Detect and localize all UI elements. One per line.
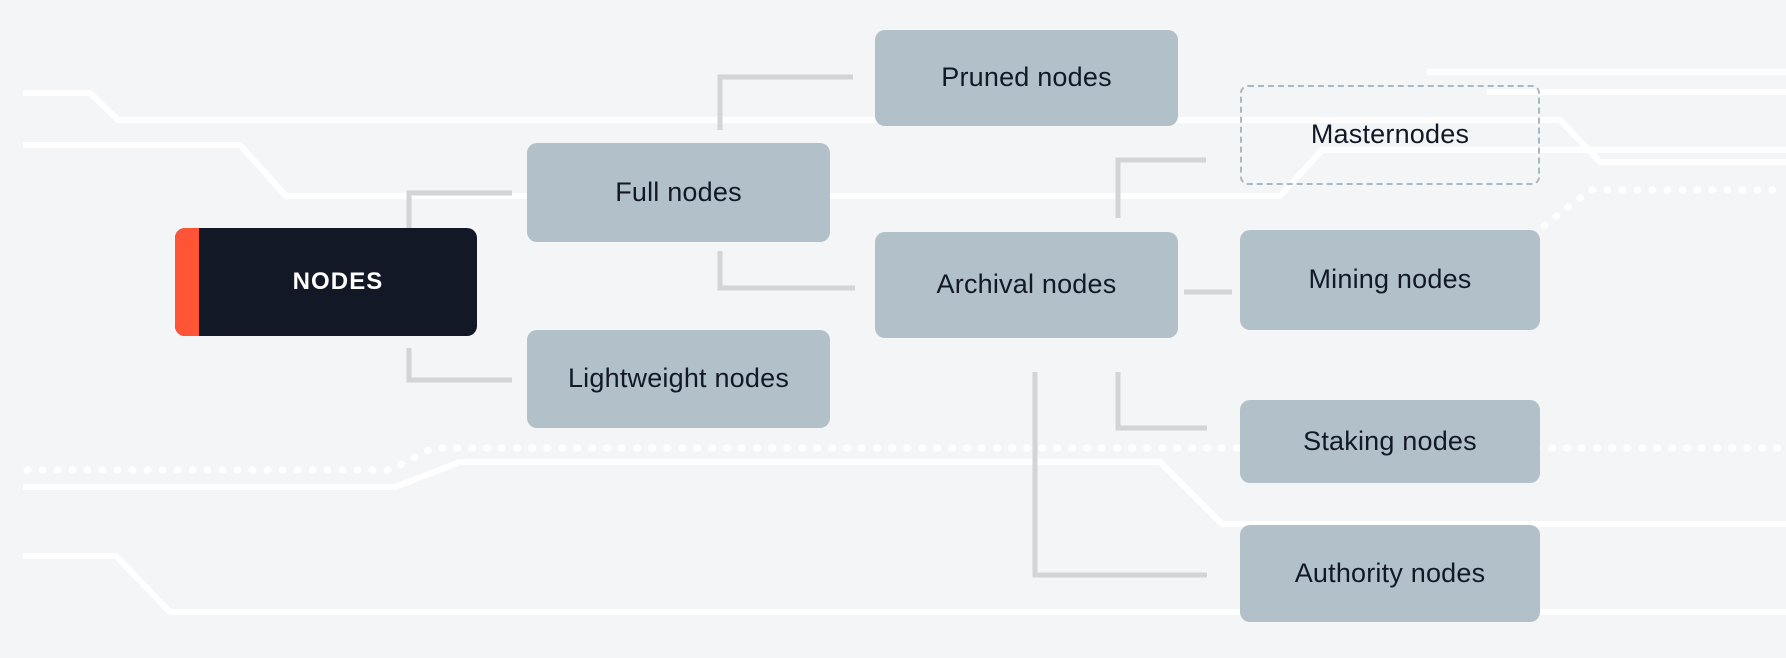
connector-archival-to-staking-nodes bbox=[1115, 372, 1207, 431]
node-box-lightweight-nodes[interactable]: Lightweight nodes bbox=[527, 330, 830, 428]
node-box-mining-nodes[interactable]: Mining nodes bbox=[1240, 230, 1540, 330]
root-accent-bar bbox=[175, 228, 199, 336]
node-box-masternodes[interactable]: Masternodes bbox=[1240, 85, 1540, 185]
connector-root-to-full-nodes bbox=[406, 190, 512, 228]
node-box-pruned-nodes[interactable]: Pruned nodes bbox=[875, 30, 1178, 126]
node-label-masternodes: Masternodes bbox=[1310, 119, 1470, 150]
node-label-full-nodes: Full nodes bbox=[615, 176, 742, 207]
node-box-authority-nodes[interactable]: Authority nodes bbox=[1240, 525, 1540, 622]
node-box-staking-nodes[interactable]: Staking nodes bbox=[1240, 400, 1540, 483]
root-node-nodes[interactable]: NODES bbox=[175, 228, 477, 336]
trace-dotted-right bbox=[1506, 186, 1786, 259]
connector-full-to-archival-nodes bbox=[717, 251, 855, 291]
node-box-archival-nodes[interactable]: Archival nodes bbox=[875, 232, 1178, 338]
connector-root-to-lightweight-nodes bbox=[406, 348, 512, 383]
connector-full-to-pruned-nodes bbox=[717, 74, 853, 130]
node-label-authority-nodes: Authority nodes bbox=[1294, 557, 1486, 588]
node-label-lightweight-nodes: Lightweight nodes bbox=[567, 363, 790, 394]
connector-archival-to-authority-nodes bbox=[1032, 372, 1207, 578]
node-label-mining-nodes: Mining nodes bbox=[1308, 264, 1472, 295]
node-label-archival-nodes: Archival nodes bbox=[936, 269, 1117, 300]
node-box-full-nodes[interactable]: Full nodes bbox=[527, 143, 830, 242]
node-label-pruned-nodes: Pruned nodes bbox=[941, 62, 1112, 93]
connector-archival-to-masternodes bbox=[1115, 157, 1206, 218]
root-node-label: NODES bbox=[292, 268, 384, 295]
node-label-staking-nodes: Staking nodes bbox=[1303, 425, 1477, 456]
